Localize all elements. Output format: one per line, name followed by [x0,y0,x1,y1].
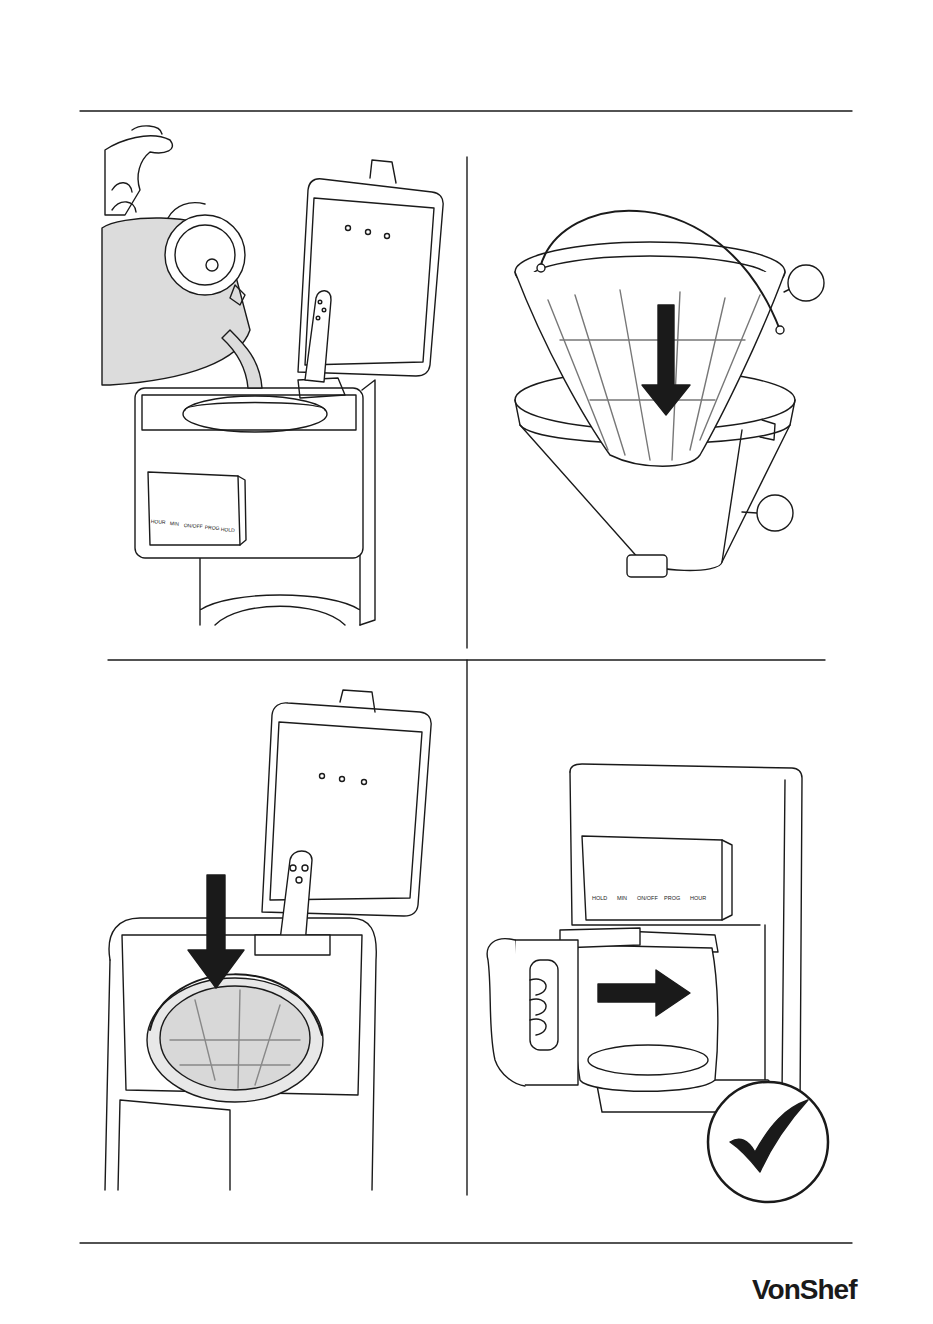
coffee-maker-carafe [487,764,828,1202]
filter-assembly [515,211,824,577]
control-label: HOUR [690,896,706,902]
control-label: ON/OFF [637,896,658,902]
control-label: PROG [664,896,680,902]
control-label: MIN [170,521,179,527]
coffee-maker-filling [102,126,443,625]
control-label: HOUR [151,519,166,525]
top-rule [80,110,852,111]
control-label: MIN [617,896,627,902]
coffee-maker-basket [105,690,431,1190]
control-label: HOLD [221,527,235,533]
control-label: HOLD [592,896,607,902]
brand-logo: VonShef [752,1276,856,1304]
control-label: PROG [205,525,220,531]
bottom-rule [80,1242,852,1243]
panel-divider [466,660,467,1195]
panel-divider [108,659,825,660]
panel-divider [466,157,467,648]
